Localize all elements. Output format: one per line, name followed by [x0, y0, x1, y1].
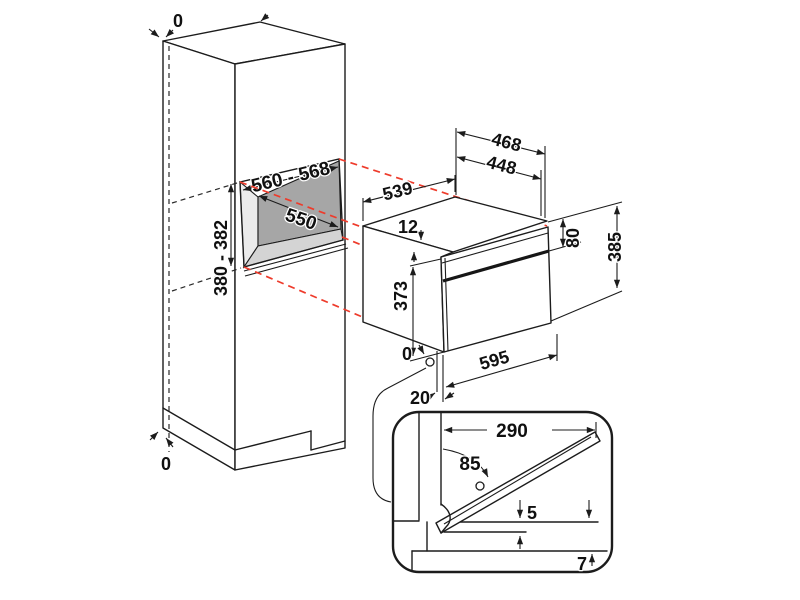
door-gap-line — [442, 249, 550, 283]
oven-unit — [362, 196, 552, 353]
cabinet-column — [162, 21, 346, 471]
dim-label-depth-body: 448 — [484, 152, 518, 179]
dim-label-panel-height: 80 — [563, 228, 583, 248]
dim-label-body-width: 539 — [381, 178, 415, 205]
clearance-zero-top: 0 — [148, 10, 270, 38]
construction-dashed-lines — [168, 46, 242, 452]
dim-label-depth-total: 468 — [489, 129, 523, 156]
dim-label-front-protrusion: 20 — [410, 388, 430, 408]
detail-leader-line — [372, 367, 427, 503]
zero-reference-point: 0 — [401, 343, 435, 367]
open-door — [435, 431, 601, 534]
cabinet-plinth — [162, 407, 346, 451]
dim-label-top-gap: 0 — [173, 11, 183, 31]
clearance-zero-bottom: 0 — [149, 431, 174, 475]
oven-dimensions: 539 468 448 12 373 80 385 595 — [362, 127, 626, 409]
dim-label-shelf-clearance: 7 — [577, 554, 587, 574]
control-panel-edge — [441, 232, 549, 264]
dim-label-niche-height: 380 - 382 — [211, 220, 231, 296]
dim-label-top-recess: 12 — [398, 217, 418, 237]
dim-label-door-gap: 5 — [527, 503, 537, 523]
dim-label-open-reach: 290 — [496, 421, 528, 442]
dim-label-ref-zero: 0 — [402, 344, 412, 364]
dim-label-bottom-gap: 0 — [161, 454, 171, 474]
dim-label-total-height: 385 — [605, 232, 625, 262]
dim-label-door-height: 373 — [391, 281, 411, 311]
door-hinge — [440, 503, 451, 534]
dim-label-open-angle: 85 — [459, 454, 481, 475]
door-detail-inset: 290 85 5 7 — [391, 410, 614, 575]
angle-pivot-mark — [475, 481, 485, 491]
